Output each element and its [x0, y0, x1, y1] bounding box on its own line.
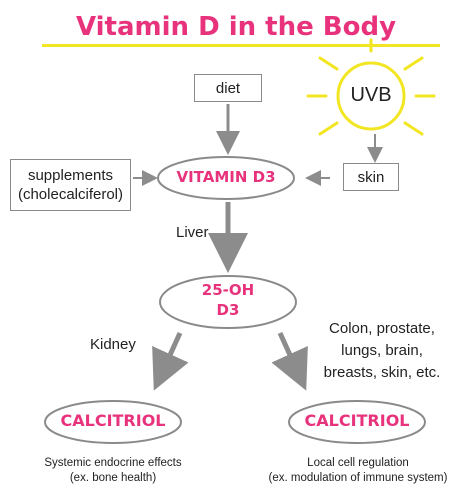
caption-left: Systemic endocrine effects (ex. bone hea… — [18, 456, 208, 486]
vitamin-d3-label: VITAMIN D3 — [176, 168, 276, 186]
calcitriol-left-label: CALCITRIOL — [60, 411, 166, 430]
arrow-hydroxy-to-calcitriol-right — [271, 331, 308, 391]
tissues-line3: breasts, skin, etc. — [323, 364, 441, 381]
arrow-hydroxy-to-calcitriol-left — [152, 331, 189, 391]
sun-icon — [306, 38, 436, 136]
vitamin-d3-ellipse — [157, 156, 295, 200]
supplements-box: supplements (cholecalciferol) — [10, 159, 131, 211]
skin-label: skin — [357, 168, 385, 186]
caption-left-line1: Systemic endocrine effects — [44, 457, 182, 469]
tissues-label: Colon, prostate, lungs, brain, breasts, … — [302, 318, 462, 384]
uvb-label: UVB — [350, 84, 392, 106]
caption-left-line2: (ex. bone health) — [69, 472, 157, 484]
diet-box: diet — [194, 74, 262, 102]
caption-right: Local cell regulation (ex. modulation of… — [252, 456, 464, 486]
tissues-line2: lungs, brain, — [341, 342, 423, 359]
liver-label: Liver — [176, 224, 209, 241]
hydroxy-d3-label: 25-OH D3 — [160, 280, 296, 320]
diet-label: diet — [215, 79, 241, 97]
page-title: Vitamin D in the Body — [75, 12, 397, 42]
supplements-sublabel: (cholecalciferol) — [17, 186, 124, 203]
supplements-label: supplements — [27, 167, 114, 184]
tissues-line1: Colon, prostate, — [329, 320, 435, 337]
title-underline — [42, 44, 440, 47]
calcitriol-left-ellipse — [44, 400, 182, 444]
skin-box: skin — [343, 163, 399, 191]
caption-right-line2: (ex. modulation of immune system) — [268, 472, 448, 484]
caption-right-line1: Local cell regulation — [307, 457, 409, 469]
kidney-label: Kidney — [90, 336, 136, 353]
calcitriol-right-label: CALCITRIOL — [304, 411, 410, 430]
hydroxy-label-line2: D3 — [216, 301, 240, 319]
hydroxy-d3-ellipse — [159, 275, 297, 329]
hydroxy-label-line1: 25-OH — [201, 281, 255, 299]
calcitriol-right-ellipse — [288, 400, 426, 444]
